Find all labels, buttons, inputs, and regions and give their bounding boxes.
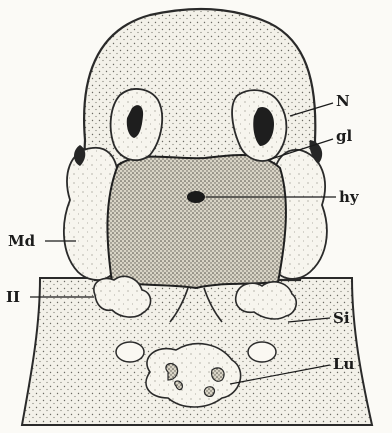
pharyngeal-cavity (107, 155, 286, 288)
label-si: Si (333, 309, 350, 327)
label-n: N (336, 92, 350, 110)
cyst-right (248, 342, 276, 362)
lung-region (146, 344, 241, 407)
label-md: Md (8, 232, 36, 250)
label-lu: Lu (333, 355, 355, 373)
label-hy: hy (339, 188, 360, 206)
label-gl: gl (336, 127, 352, 145)
hypophysis-pouch (187, 191, 205, 203)
label-ii: II (6, 288, 20, 306)
cyst-left (116, 342, 144, 362)
